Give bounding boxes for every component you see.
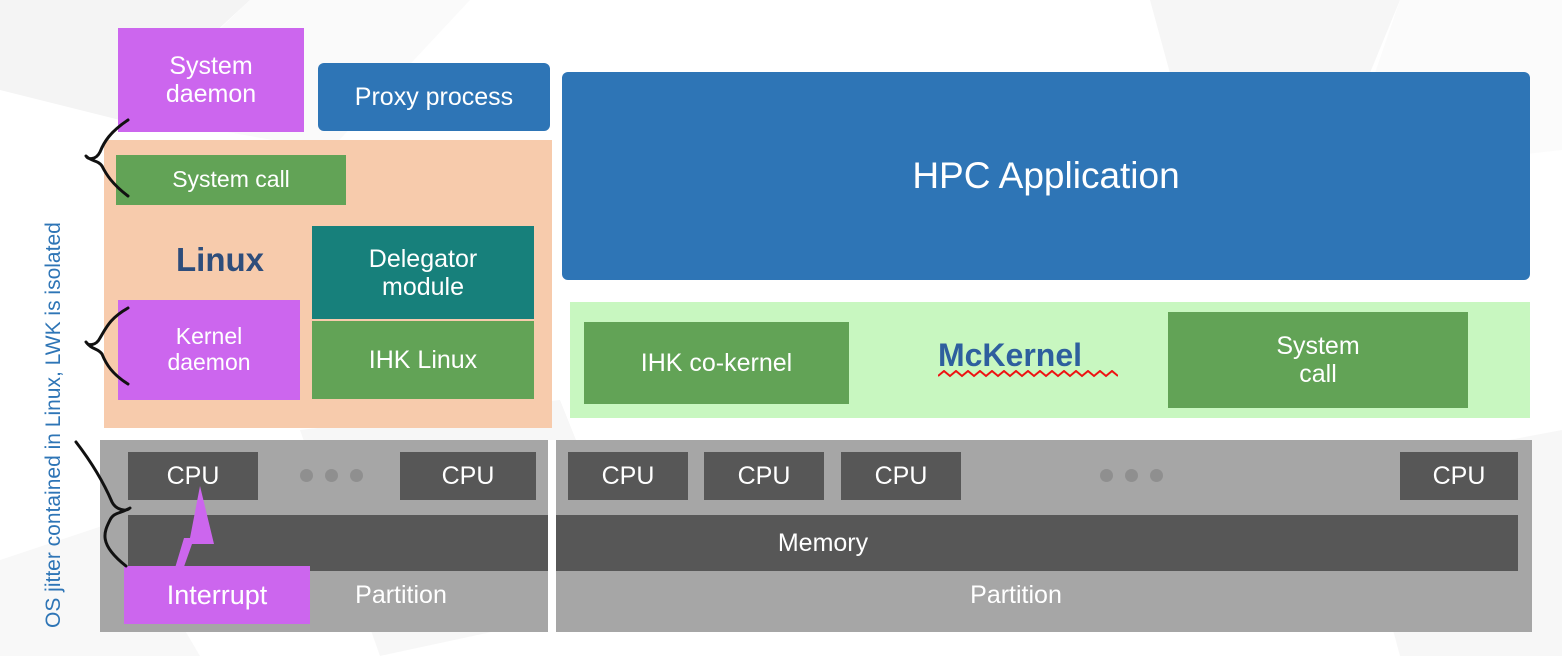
cpu-ellipsis-right bbox=[1100, 469, 1163, 482]
cpu-box-l1[interactable]: CPU bbox=[128, 452, 258, 500]
spellcheck-squiggle-icon bbox=[937, 369, 1118, 378]
cpu-box-r2[interactable]: CPU bbox=[704, 452, 824, 500]
hpc-application-box[interactable]: HPC Application bbox=[562, 72, 1530, 280]
cpu-box-r1[interactable]: CPU bbox=[568, 452, 688, 500]
mckernel-label: McKernel bbox=[912, 332, 1118, 380]
ihk-co-kernel-box[interactable]: IHK co-kernel bbox=[584, 322, 849, 404]
cpu-box-l2[interactable]: CPU bbox=[400, 452, 536, 500]
cpu-ellipsis-left bbox=[300, 469, 363, 482]
partition-label-right: Partition bbox=[970, 581, 1062, 609]
system-daemon-box[interactable]: System daemon bbox=[118, 28, 304, 132]
linux-system-call-box[interactable]: System call bbox=[116, 155, 346, 205]
mckernel-text: McKernel bbox=[937, 337, 1083, 374]
side-caption-os-jitter: OS jitter contained in Linux, LWK is iso… bbox=[42, 222, 65, 628]
kernel-daemon-box[interactable]: Kernel daemon bbox=[118, 300, 300, 400]
cpu-box-r4[interactable]: CPU bbox=[1400, 452, 1518, 500]
delegator-module-box[interactable]: Delegator module bbox=[312, 226, 534, 319]
memory-bar: Memory bbox=[128, 515, 1518, 571]
mckernel-system-call-box[interactable]: System call bbox=[1168, 312, 1468, 408]
interrupt-callout-box[interactable]: Interrupt bbox=[124, 566, 310, 624]
cpu-box-r3[interactable]: CPU bbox=[841, 452, 961, 500]
partition-divider bbox=[548, 440, 556, 632]
linux-label: Linux bbox=[150, 230, 290, 290]
linux-label-text: Linux bbox=[176, 240, 264, 278]
proxy-process-box[interactable]: Proxy process bbox=[318, 63, 550, 131]
ihk-linux-box[interactable]: IHK Linux bbox=[312, 321, 534, 399]
mckernel-label-text: McKernel bbox=[937, 337, 1118, 378]
partition-label-left: Partition bbox=[355, 581, 447, 609]
